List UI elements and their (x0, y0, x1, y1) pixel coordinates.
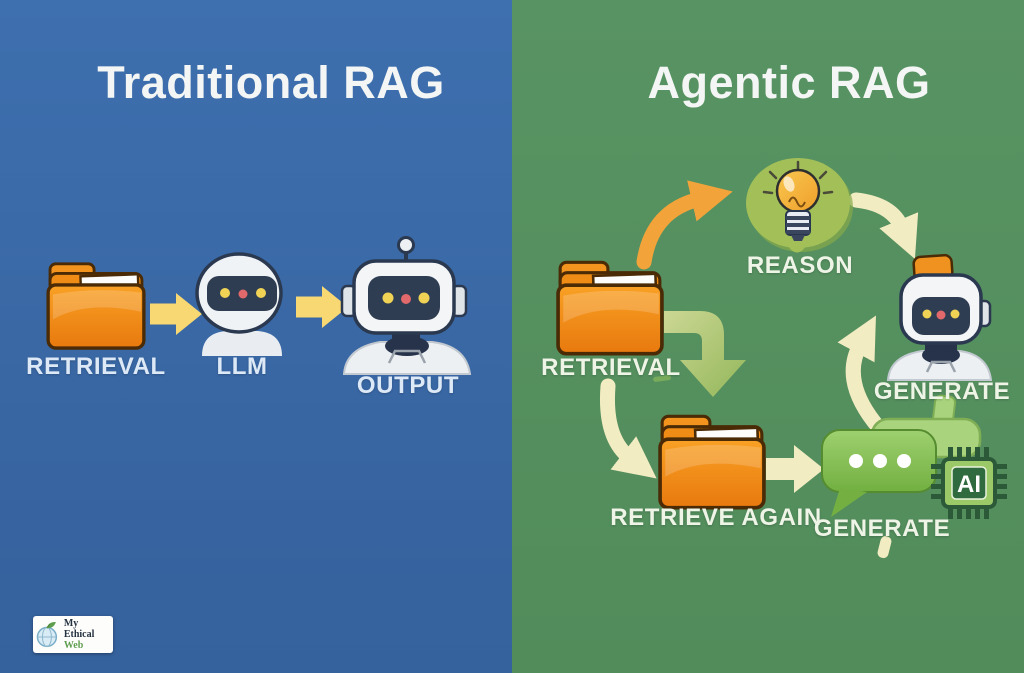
logo-badge: My Ethical Web (33, 616, 113, 653)
folder-icon (46, 262, 146, 350)
lightbulb-reason-icon (746, 158, 853, 253)
label-llm: LLM (216, 353, 268, 380)
arrow-reason-to-generate (848, 192, 919, 260)
ai-chip-label: AI (957, 471, 981, 498)
label-retrieval-right: RETRIEVAL (541, 354, 681, 381)
arrow-generate-chat-to-generate-robot (837, 315, 892, 559)
agentic-rag-title: Agentic RAG (647, 57, 931, 108)
folder-icon (658, 414, 766, 510)
arrow-retrieval-to-retrieve-again (600, 378, 657, 479)
globe-leaf-icon (36, 621, 58, 647)
folder-icon (556, 260, 664, 356)
label-reason: REASON (746, 252, 854, 279)
robot-head-llm-icon (195, 252, 283, 356)
label-retrieve-again: RETRIEVE AGAIN (610, 504, 822, 531)
label-output: OUTPUT (356, 372, 460, 399)
chat-bubbles-icon (821, 394, 982, 517)
robot-output-icon (340, 236, 472, 375)
arrow-retrieval-to-reason (636, 180, 733, 270)
logo-text-line2: Web (63, 640, 84, 651)
label-retrieval-left: RETRIEVAL (26, 353, 166, 380)
arrow-retrieval-to-llm (150, 293, 202, 335)
arrow-llm-to-output (296, 286, 348, 328)
label-generate-chat: GENERATE (813, 515, 951, 542)
traditional-rag-title: Traditional RAG (97, 57, 445, 108)
arrow-retrieval-branch-down (653, 311, 746, 397)
label-generate-robot: GENERATE (873, 378, 1011, 405)
robot-generate-icon (886, 253, 993, 381)
logo-text-line1: My Ethical (63, 618, 95, 640)
ai-chip-icon: AI (931, 447, 1007, 519)
arrow-retrieve-again-to-generate-chat (766, 445, 824, 493)
